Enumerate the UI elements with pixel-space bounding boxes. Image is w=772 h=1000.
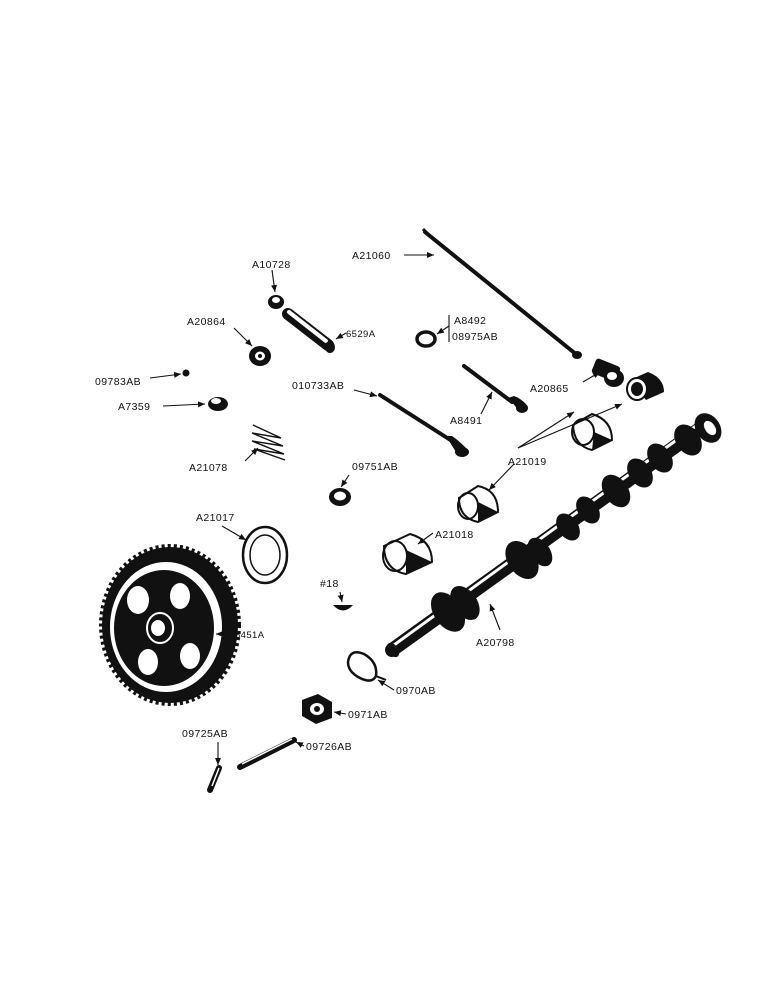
label-a21018: A21018 <box>435 529 474 541</box>
lock-washer <box>346 651 387 682</box>
short-pin <box>207 765 222 793</box>
label-6529a: 6529A <box>346 329 376 340</box>
label-08975ab: 08975AB <box>452 331 498 343</box>
tappet-pin <box>282 308 335 353</box>
label-09726ab: 09726AB <box>306 741 352 753</box>
thrust-plate <box>241 525 289 585</box>
bearing-top <box>626 372 664 401</box>
label-09725ab: 09725AB <box>182 728 228 740</box>
long-pin <box>237 737 297 770</box>
exhaust-valve <box>378 393 469 457</box>
label-09751ab: 09751AB <box>352 461 398 473</box>
label-09783ab: 09783AB <box>95 376 141 388</box>
spacer-washer <box>329 488 351 506</box>
cam-gear <box>99 544 241 706</box>
label-a21078: A21078 <box>189 462 228 474</box>
lock-ring <box>415 330 437 348</box>
label-a8492: A8492 <box>454 315 486 327</box>
push-rod <box>421 227 582 359</box>
small-nut <box>182 369 190 377</box>
label-18: #18 <box>320 578 339 590</box>
label-a20865: A20865 <box>530 383 569 395</box>
label-a7359: A7359 <box>118 401 150 413</box>
woodruff-key <box>333 605 353 611</box>
valve-key-cap <box>268 295 284 309</box>
bearing-middle <box>571 412 614 452</box>
label-010733ab: 010733AB <box>292 380 344 392</box>
valve-tappet <box>591 358 624 387</box>
label-a10728: A10728 <box>252 259 291 271</box>
label-a8491: A8491 <box>450 415 482 427</box>
label-0971ab: 0971AB <box>348 709 388 721</box>
roller-washer <box>249 346 271 366</box>
hex-nut <box>302 694 332 724</box>
label-a21017: A21017 <box>196 512 235 524</box>
intake-valve <box>462 364 528 413</box>
valve-spring <box>251 424 286 461</box>
label-a21060: A21060 <box>352 250 391 262</box>
front-bearing <box>382 532 434 576</box>
label-a20798: A20798 <box>476 637 515 649</box>
label-0970ab: 0970AB <box>396 685 436 697</box>
label-6451a: 6451A <box>235 630 265 641</box>
spring-retainer-cup <box>208 397 228 411</box>
label-a21019: A21019 <box>508 456 547 468</box>
label-a20864: A20864 <box>187 316 226 328</box>
camshaft <box>385 413 722 658</box>
bearing-lower <box>457 484 500 524</box>
